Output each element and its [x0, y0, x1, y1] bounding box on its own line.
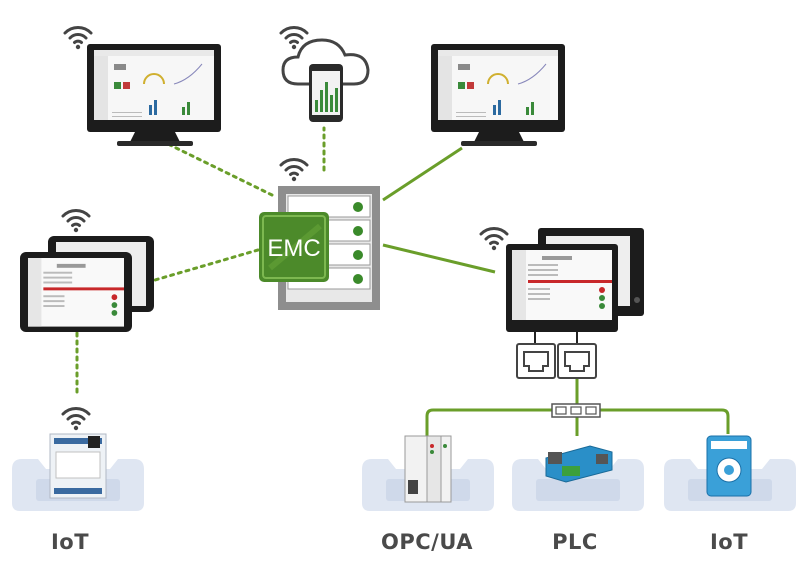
plc-gateway [545, 445, 613, 483]
link-server-tablet [153, 248, 260, 282]
link-server-panel [382, 243, 496, 274]
wifi-icon [479, 226, 509, 252]
wifi-icon [63, 25, 93, 51]
tablet-pair [20, 236, 154, 332]
wifi-icon [61, 406, 91, 432]
iot-module-right [706, 435, 752, 497]
opcua-controller [404, 435, 452, 503]
network-switch-icon [551, 403, 601, 418]
cloud-icon [281, 38, 370, 86]
monitor-right [431, 44, 565, 146]
smartphone [309, 64, 343, 122]
wifi-icon [61, 208, 91, 234]
ethernet-port-icon [557, 343, 597, 379]
label-plc: PLC [552, 530, 598, 554]
label-opcua: OPC/UA [381, 530, 473, 554]
monitor-left [87, 44, 221, 146]
link-server-monitor-right [382, 146, 463, 202]
wifi-icon [279, 157, 309, 183]
ethernet-port-icon [516, 343, 556, 379]
iot-module-left [49, 433, 107, 499]
panel-pc-pair [506, 228, 644, 332]
label-iot-right: IoT [709, 530, 749, 554]
emc-logo: EMC [259, 212, 329, 282]
label-iot-left: IoT [50, 530, 90, 554]
link-server-monitor-left [168, 143, 274, 197]
emc-logo-text: EMC [267, 235, 320, 262]
